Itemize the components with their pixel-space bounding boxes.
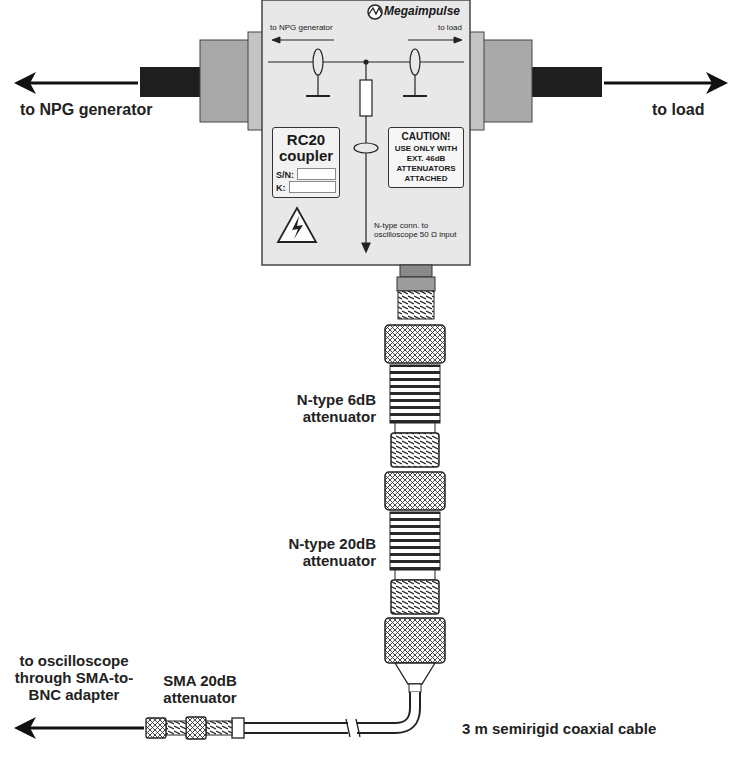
cable-connector [385,618,445,663]
input-cable [14,72,36,94]
attenuator-6db [390,365,440,423]
coupler-schematic [414,75,415,96]
n-connector [397,265,435,319]
node-text: RC20 coupler [276,132,336,164]
coupler-schematic [313,49,323,75]
direction-arrows [272,37,462,43]
node-text: CAUTION! [392,131,460,142]
semirigid-cable [346,719,360,737]
direction-arrows [278,40,334,41]
coupler-schematic [306,95,330,97]
input-cable [140,67,202,97]
attenuator-6db [385,325,445,363]
attenuator-20db [390,512,440,570]
coupler-schematic [317,75,318,96]
cable-connector [385,618,445,692]
destination-label: to load [652,101,704,118]
output-cable [604,82,714,85]
semirigid-cable [244,692,415,728]
coupler-schematic [354,143,378,153]
attenuator-20db [391,580,439,614]
logo-symbol [369,8,382,14]
output-arrow [30,727,144,730]
field-label: S/N: [276,170,294,180]
coupler-schematic [365,116,366,143]
attenuator-6db [391,433,439,467]
direction-arrows [272,37,280,43]
part-label: N-type 6dB attenuator [262,391,376,425]
part-label: N-type 20dB attenuator [262,535,376,569]
destination-label: to oscilloscope through SMA-to-BNC adapt… [4,652,144,703]
field-box [289,181,337,193]
node-text: N-type conn. to oscilloscope 50 Ω input [374,221,466,239]
logo-symbol [368,5,382,19]
cable-connector [395,663,435,684]
node-text: Megaimpulse [384,4,460,18]
coupler-schematic [365,153,366,244]
name-plate: RC20 couplerS/N: K: [272,127,340,198]
warning-symbol [278,208,316,242]
coupler-schematic [410,49,420,75]
field-row: K: [276,180,336,193]
coupler-schematic [268,49,464,252]
warning-symbol [278,208,316,242]
attenuator-20db [385,472,445,510]
field-row: S/N: [276,168,336,180]
attenuator-20db [395,570,435,580]
output-arrow [14,717,144,739]
semirigid-cable [244,692,415,728]
sma-attenuator [146,717,244,739]
coupler-schematic [362,243,370,252]
sma-attenuator [166,721,186,735]
node-text: to load [438,23,462,32]
direction-arrows [454,37,462,43]
output-arrow [14,717,36,739]
attenuator-6db [395,423,435,433]
side-connectors [200,40,252,122]
sma-attenuator [186,717,206,739]
coupler-schematic [365,62,366,80]
node-text: USE ONLY WITH EXT. 46dB ATTENUATORS ATTA… [392,144,460,184]
output-cable [530,67,728,97]
n-connector [397,277,435,291]
sma-attenuator [232,718,244,738]
coupler-housing [262,0,470,265]
sma-attenuator [206,721,232,735]
attenuator-6db [385,325,445,467]
part-label: 3 m semirigid coaxial cable [462,720,656,737]
field-box [297,168,336,180]
side-connectors [480,40,532,122]
input-cable [14,67,202,97]
input-cable [28,82,138,85]
n-connector [398,291,434,319]
caution-label: CAUTION! USE ONLY WITH EXT. 46dB ATTENUAT… [388,127,464,188]
cable-connector [409,684,421,692]
direction-arrows [408,40,456,41]
semirigid-cable [244,692,415,738]
sma-attenuator [146,718,166,738]
coupler-schematic [360,80,372,116]
coupler-housing: Megaimpulse to NPG generator to loadN-type… [262,0,470,265]
part-label: SMA 20dB attenuator [150,672,250,706]
attenuator-20db [385,472,445,614]
destination-label: to NPG generator [20,101,152,118]
coupler-schematic [403,95,427,97]
logo-symbol [368,5,382,19]
output-cable [530,67,602,97]
output-cable [706,72,728,94]
node-text: to NPG generator [270,23,333,32]
warning-symbol [292,216,303,239]
field-label: K: [276,183,286,193]
n-connector [400,265,432,277]
